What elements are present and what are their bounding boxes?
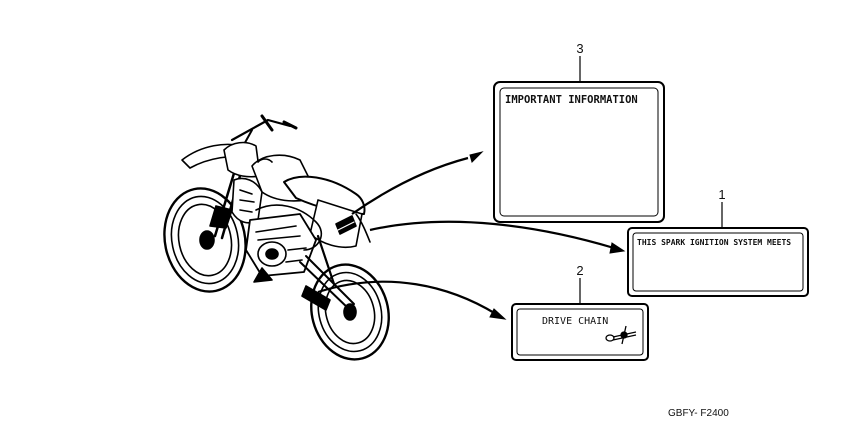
front-wheel xyxy=(163,187,247,293)
label-3-text: IMPORTANT INFORMATION xyxy=(505,94,638,106)
label-1-text: THIS SPARK IGNITION SYSTEM MEETS xyxy=(637,238,791,247)
pointer-arrows xyxy=(317,151,626,320)
motorcycle-illustration xyxy=(163,114,390,361)
label-2-text: DRIVE CHAIN xyxy=(542,316,608,327)
engine xyxy=(245,213,317,283)
callout-number-3: 3 xyxy=(576,41,583,56)
label-3-important-information: 3 IMPORTANT INFORMATION xyxy=(493,41,665,223)
arrow-to-label-2 xyxy=(317,280,497,315)
callout-number-2: 2 xyxy=(576,263,583,278)
diagram-code: GBFY- F2400 xyxy=(668,408,729,419)
callout-number-1: 1 xyxy=(718,187,725,202)
chain-adjuster-icon xyxy=(605,325,637,345)
label-2-drive-chain: 2 DRIVE CHAIN xyxy=(511,263,649,361)
label-1-spark-ignition: 1 THIS SPARK IGNITION SYSTEM MEETS xyxy=(627,187,809,297)
rear-wheel xyxy=(310,263,390,361)
arrow-to-label-1 xyxy=(369,220,615,250)
arrow-to-label-3 xyxy=(351,156,469,215)
